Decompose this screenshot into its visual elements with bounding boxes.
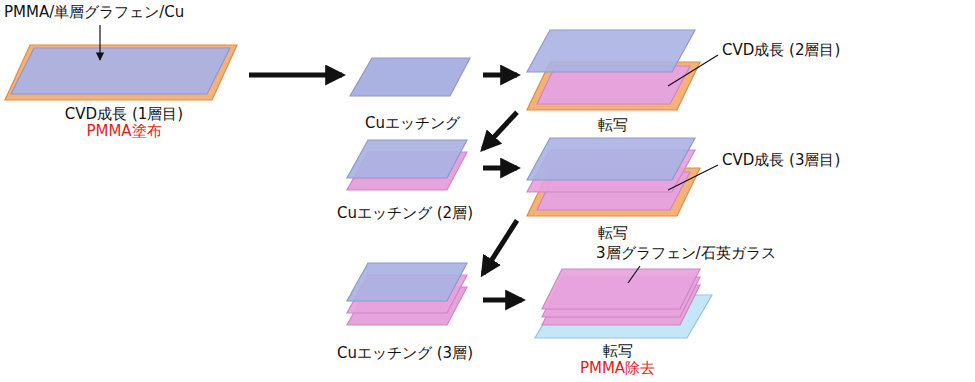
pmma-sheet [11,48,230,94]
pmma-sheet [347,140,467,178]
process-step: 転写 [520,25,705,134]
step-label: CVD成長 (1層目) [65,106,183,123]
leader-arrow [99,25,100,60]
leader-line [668,165,718,190]
pmma-sheet [347,263,467,301]
callout-label: 3層グラフェン/石英ガラス [596,245,776,262]
process-step: Cuエッチング (3層) [330,258,480,362]
process-step: 転写 [520,134,705,242]
pmma-sheet [527,30,695,72]
leader-line [628,266,640,283]
callout-label: CVD成長 (2層目) [722,42,840,59]
step-label: 転写 [598,117,628,134]
pmma-sheet [350,58,470,96]
step-note: PMMA塗布 [86,123,161,140]
process-arrow [483,298,522,303]
step-label: Cuエッチング (2層) [337,205,473,222]
step-label: 転写 [598,225,628,242]
cu-foil [5,45,237,100]
step-note: PMMA除去 [580,360,655,377]
process-arrow [249,73,342,78]
process-step: Cuエッチング [345,52,480,132]
callout-label: CVD成長 (3層目) [722,152,840,169]
process-arrow [483,220,517,273]
process-arrow [483,166,517,171]
process-step: CVD成長 (1層目)PMMA塗布 [2,40,246,140]
pmma-sheet [527,138,695,180]
process-step: 転写PMMA除去 [525,266,710,377]
step-label: 転写 [603,343,633,360]
process-step: Cuエッチング (2層) [330,136,480,222]
leader-line [668,55,718,86]
process-arrow [483,112,517,149]
callout-label: PMMA/単層グラフェン/Cu [4,4,184,21]
process-arrow [483,73,517,78]
graphene-sheet [542,269,700,309]
step-label: Cuエッチング [365,115,460,132]
step-label: Cuエッチング (3層) [337,345,473,362]
